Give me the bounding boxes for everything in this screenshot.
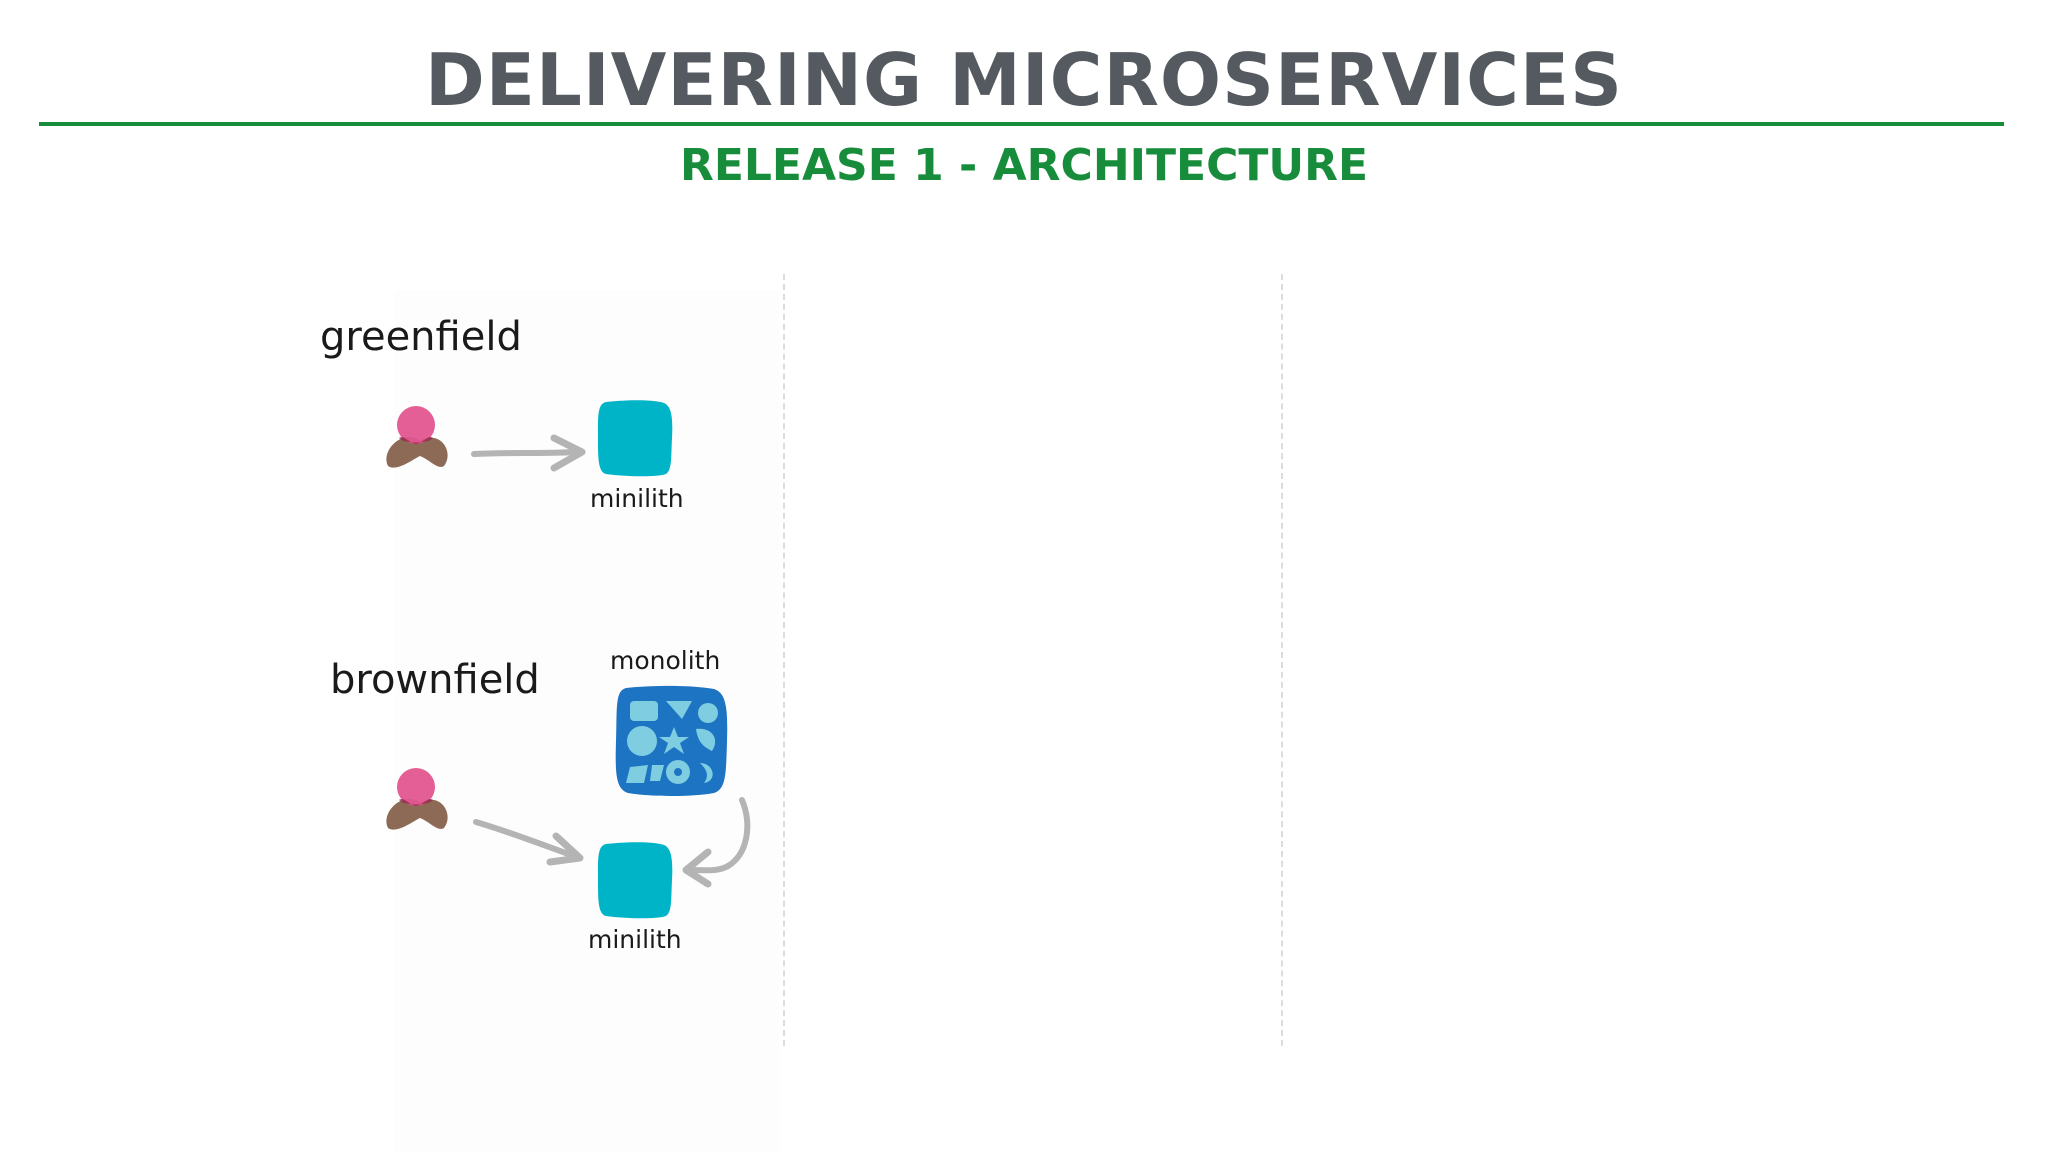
arrow-icon xyxy=(473,819,584,866)
column-divider xyxy=(1281,274,1283,1046)
page-subtitle: RELEASE 1 - ARCHITECTURE xyxy=(679,140,1369,191)
person-icon xyxy=(386,768,448,830)
minilith-label: minilith xyxy=(590,484,684,513)
page-title: DELIVERING MICROSERVICES xyxy=(425,38,1623,122)
brownfield-label: brownfield xyxy=(330,657,540,703)
monolith-label: monolith xyxy=(610,646,721,675)
arrow-icon xyxy=(682,797,751,888)
column-divider xyxy=(783,274,785,1046)
service-icon xyxy=(597,400,673,477)
greenfield-label: greenfield xyxy=(320,314,522,360)
person-icon xyxy=(386,406,448,468)
title-divider xyxy=(39,122,2004,126)
minilith-label: minilith xyxy=(588,925,682,954)
service-icon xyxy=(597,842,673,919)
arrow-icon xyxy=(471,434,586,472)
monolith-icon xyxy=(615,685,728,796)
